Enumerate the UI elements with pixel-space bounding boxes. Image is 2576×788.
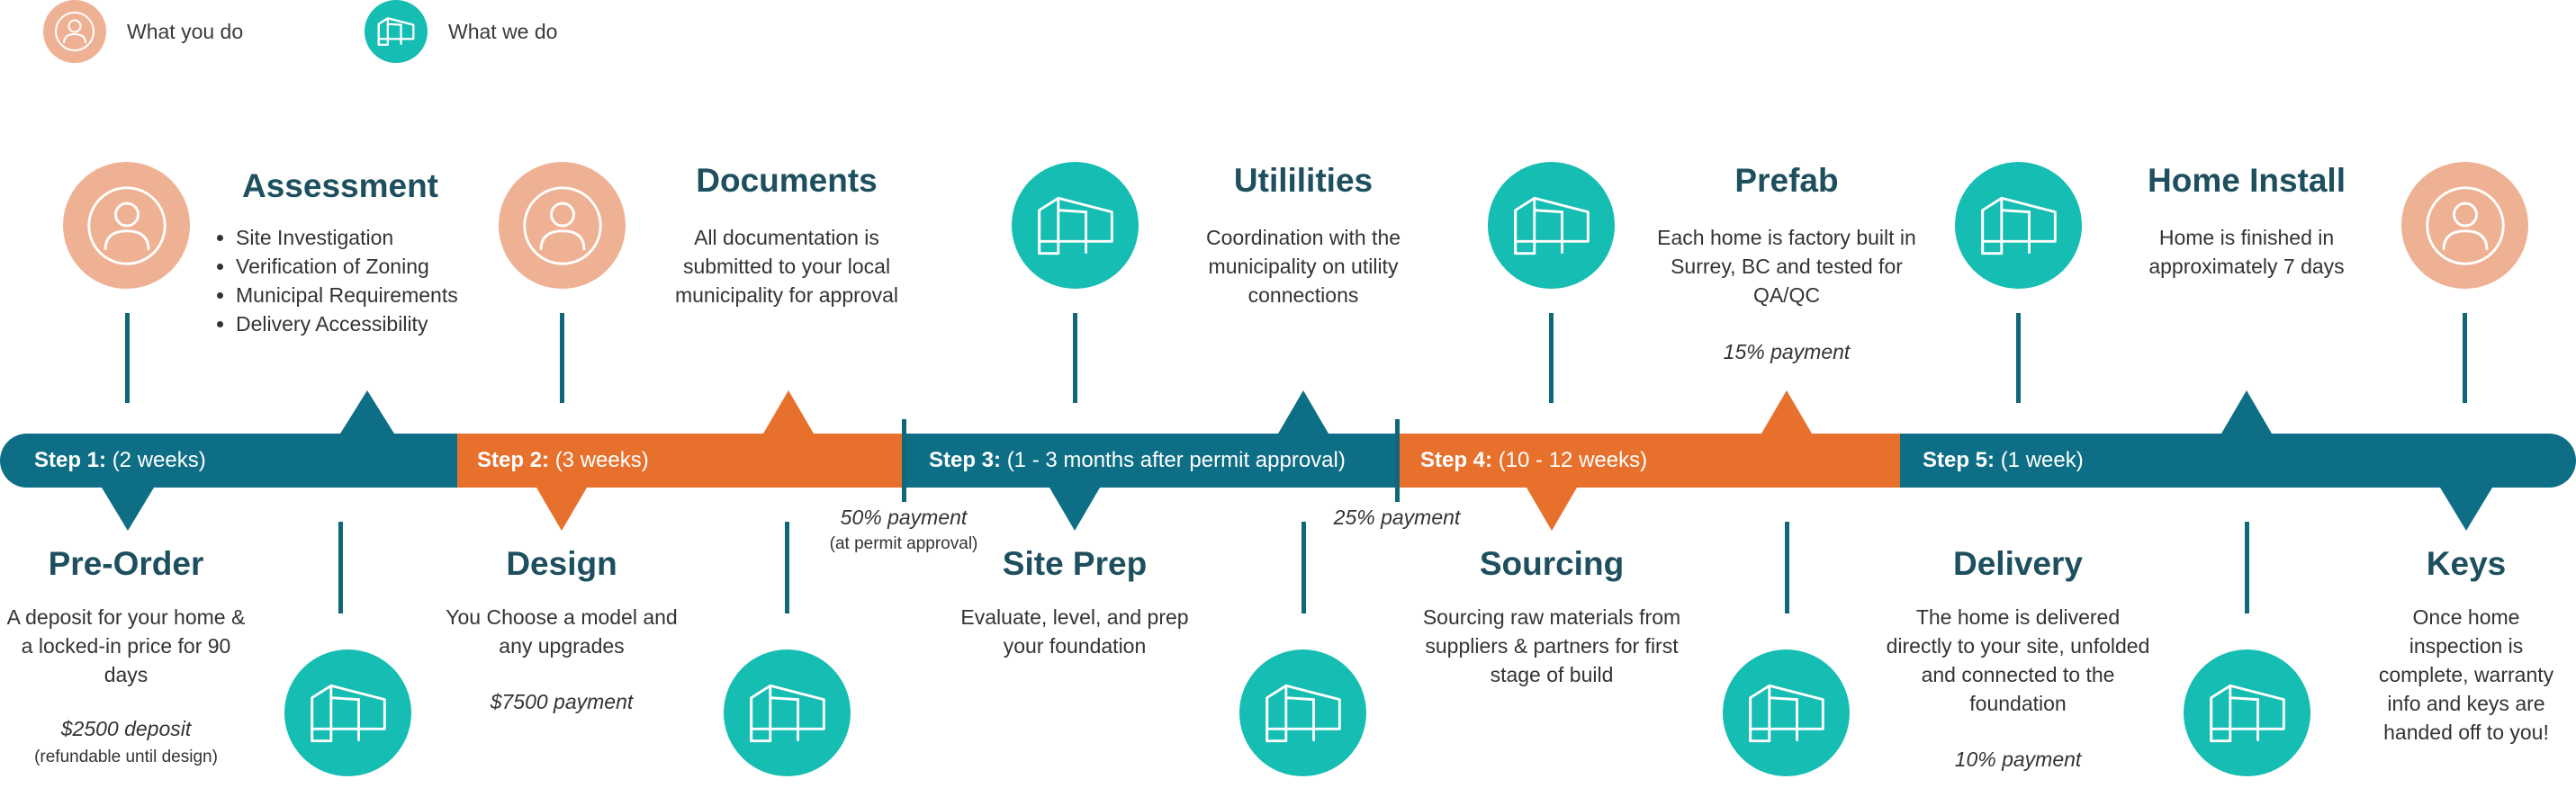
documents-stem xyxy=(785,522,789,613)
documents-desc: All documentation is submitted to your l… xyxy=(674,226,898,307)
legend-what-you-do: What you do xyxy=(127,20,244,43)
sourcing-stem xyxy=(1549,313,1554,403)
sourcing-desc: Sourcing raw materials from suppliers & … xyxy=(1422,605,1681,686)
assessment-bullet: Verification of Zoning xyxy=(236,252,458,281)
step-1-label: Step 1: (2 weeks) xyxy=(34,448,206,472)
assessment-stem xyxy=(338,522,343,613)
design-payment: $7500 payment xyxy=(490,690,634,713)
keys-desc: Once home inspection is complete, warran… xyxy=(2378,605,2554,744)
pre-order-note: (refundable until design) xyxy=(34,748,218,766)
site-prep-stem xyxy=(1073,313,1077,403)
pre-order-person-icon xyxy=(63,162,190,289)
prefab-desc: Each home is factory built in Surrey, BC… xyxy=(1657,226,1916,307)
utilities-stem xyxy=(1302,522,1306,613)
assessment-bullet: Municipal Requirements xyxy=(236,281,458,309)
step4-payment: 25% payment xyxy=(1333,506,1461,529)
home-install-house-icon xyxy=(2184,649,2310,776)
delivery-desc: The home is delivered directly to your s… xyxy=(1886,605,2150,715)
keys-stem xyxy=(2463,313,2467,403)
assessment-title: Assessment xyxy=(241,167,439,204)
documents-house-icon xyxy=(724,649,851,776)
pre-order-stem xyxy=(125,313,130,403)
design-title: Design xyxy=(506,545,617,582)
assessment-bullet: Site Investigation xyxy=(236,223,458,252)
prefab-title: Prefab xyxy=(1734,162,1839,199)
sourcing-house-icon xyxy=(1488,162,1615,289)
sourcing-title: Sourcing xyxy=(1479,545,1625,582)
design-desc: You Choose a model and any upgrades xyxy=(446,605,678,658)
keys-person-icon xyxy=(2401,162,2528,289)
site-prep-title: Site Prep xyxy=(1002,545,1148,582)
home-install-desc: Home is finished in approximately 7 days xyxy=(2148,226,2345,278)
delivery-payment: 10% payment xyxy=(1954,748,2082,771)
documents-title: Documents xyxy=(696,162,878,199)
site-prep-desc: Evaluate, level, and prep your foundatio… xyxy=(960,605,1189,658)
prefab-payment: 15% payment xyxy=(1723,340,1851,363)
design-stem xyxy=(560,313,564,403)
pre-order-desc: A deposit for your home & a locked-in pr… xyxy=(6,605,246,686)
pre-order-title: Pre-Order xyxy=(48,545,204,582)
utilities-house-icon xyxy=(1239,649,1366,776)
legend-person-icon xyxy=(43,0,106,63)
timeline-band xyxy=(0,390,2576,531)
assessment-house-icon xyxy=(284,649,411,776)
keys-title: Keys xyxy=(2426,545,2507,582)
utilities-desc: Coordination with the municipality on ut… xyxy=(1205,226,1401,307)
assessment-bullet: Delivery Accessibility xyxy=(236,309,458,338)
delivery-house-icon xyxy=(1955,162,2082,289)
step-4-label: Step 4: (10 - 12 weeks) xyxy=(1420,448,1648,472)
site-prep-house-icon xyxy=(1012,162,1139,289)
permit-payment: 50% payment xyxy=(840,506,968,529)
delivery-title: Delivery xyxy=(1953,545,2083,582)
delivery-stem xyxy=(2016,313,2021,403)
prefab-house-icon xyxy=(1723,649,1850,776)
design-person-icon xyxy=(499,162,626,289)
utilities-title: Utililities xyxy=(1233,162,1374,199)
pre-order-payment: $2500 deposit xyxy=(60,717,192,740)
step-2-label: Step 2: (3 weeks) xyxy=(477,448,649,472)
step-3-label: Step 3: (1 - 3 months after permit appro… xyxy=(929,448,1346,472)
step-5-label: Step 5: (1 week) xyxy=(1923,448,2084,472)
legend-house-icon xyxy=(365,0,428,63)
assessment-bullets: Site Investigation Verification of Zonin… xyxy=(211,223,458,338)
home-install-title: Home Install xyxy=(2148,162,2346,199)
home-install-stem xyxy=(2245,522,2249,613)
permit-note: (at permit approval) xyxy=(829,534,978,553)
prefab-stem xyxy=(1785,522,1789,613)
legend-what-we-do: What we do xyxy=(448,20,558,43)
